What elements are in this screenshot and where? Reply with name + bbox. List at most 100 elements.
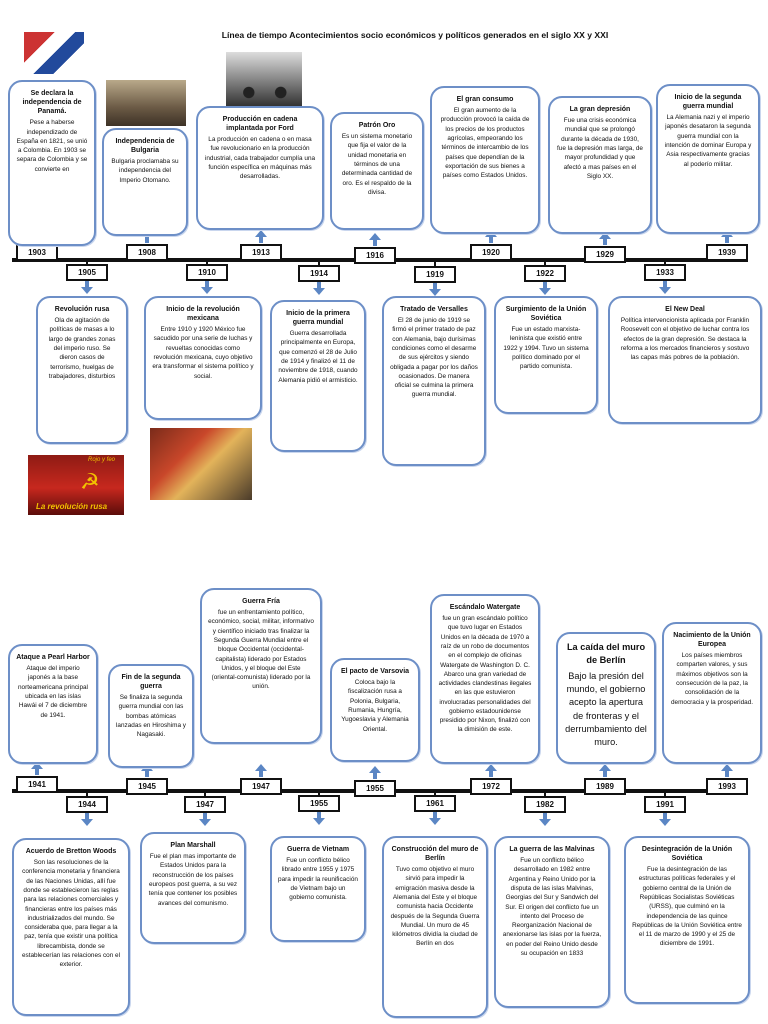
year-label-1933: 1933 bbox=[644, 264, 686, 281]
year-tick bbox=[206, 258, 208, 266]
event-card-gold-standard: Patrón Oro Es un sistema monetario que fi… bbox=[330, 112, 424, 230]
arrow-up-icon bbox=[255, 230, 267, 243]
event-card-end-of-wwii: Fin de la segunda guerra Se finaliza la s… bbox=[108, 664, 194, 768]
arrow-down-icon bbox=[201, 281, 213, 294]
event-title: Surgimiento de la Unión Soviética bbox=[505, 306, 587, 323]
event-card-watergate: Escándalo Watergate fue un gran escándalo… bbox=[430, 594, 540, 764]
event-description: Ataque del imperio japonés a la base nor… bbox=[18, 665, 88, 719]
arrow-down-icon bbox=[539, 813, 551, 826]
year-tick bbox=[318, 789, 320, 797]
event-title: Ataque a Pearl Harbor bbox=[16, 654, 90, 661]
event-description: La producción en cadena o en masa fue re… bbox=[204, 136, 316, 181]
event-description: Tuvo como objetivo el muro sirvió para i… bbox=[390, 866, 480, 948]
year-label-1947: 1947 bbox=[184, 796, 226, 813]
arrow-up-icon bbox=[255, 764, 267, 777]
event-title: Inicio de la revolución mexicana bbox=[166, 306, 240, 323]
bulgaria-painting-image bbox=[106, 80, 186, 126]
year-tick bbox=[664, 258, 666, 266]
event-title: Fin de la segunda guerra bbox=[121, 674, 181, 691]
year-tick bbox=[86, 258, 88, 266]
year-tick bbox=[204, 789, 206, 797]
panama-flag-image bbox=[24, 32, 84, 74]
event-description: Se finaliza la segunda guerra mundial co… bbox=[116, 694, 186, 739]
ford-car-image bbox=[226, 52, 302, 106]
arrow-up-icon bbox=[369, 233, 381, 246]
year-label-1920: 1920 bbox=[470, 244, 512, 261]
year-label-1989: 1989 bbox=[584, 778, 626, 795]
year-label-1916: 1916 bbox=[354, 247, 396, 264]
year-label-1919: 1919 bbox=[414, 266, 456, 283]
year-tick bbox=[318, 258, 320, 266]
mexican-revolution-mural-image bbox=[150, 428, 252, 500]
event-title: El gran consumo bbox=[456, 96, 514, 103]
arrow-down-icon bbox=[429, 283, 441, 296]
event-description: Fue la desintegración de las estructuras… bbox=[632, 866, 742, 948]
arrow-up-icon bbox=[369, 766, 381, 779]
event-title: Producción en cadena implantada por Ford bbox=[222, 116, 298, 133]
event-description: Ola de agitación de políticas de masas a… bbox=[48, 317, 116, 380]
event-description: Son las resoluciones de la conferencia m… bbox=[21, 859, 121, 969]
year-tick bbox=[544, 789, 546, 797]
arrow-up-icon bbox=[485, 764, 497, 777]
year-label-1903: 1903 bbox=[16, 244, 58, 261]
year-label-1982: 1982 bbox=[524, 796, 566, 813]
event-title: La gran depresión bbox=[569, 106, 631, 113]
event-title: El pacto de Varsovia bbox=[340, 668, 410, 675]
event-card-panama-independence: Se declara la independencia de Panamá.Pe… bbox=[8, 80, 96, 246]
event-description: Coloca bajo la fiscalización rusa a Polo… bbox=[341, 679, 409, 733]
year-label-1945: 1945 bbox=[126, 778, 168, 795]
year-label-1922: 1922 bbox=[524, 265, 566, 282]
event-description: Los países miembros comparten valores, y… bbox=[670, 652, 754, 706]
event-title: La caída del muro de Berlín bbox=[566, 642, 646, 666]
event-title: Guerra de Vietnam bbox=[286, 846, 350, 853]
year-tick bbox=[434, 258, 436, 266]
arrow-down-icon bbox=[539, 282, 551, 295]
event-title: Desintegración de la Unión Soviética bbox=[641, 846, 733, 863]
event-title: Acuerdo de Bretton Woods bbox=[25, 848, 117, 855]
image-caption: La revolución rusa bbox=[36, 502, 108, 511]
event-title: Inicio de la segunda guerra mundial bbox=[674, 94, 742, 111]
event-card-cold-war: Guerra Fría fue un enfrentamiento polític… bbox=[200, 588, 322, 744]
event-description: Entre 1910 y 1920 México fue sacudido po… bbox=[152, 326, 254, 380]
year-tick bbox=[544, 258, 546, 266]
event-description: Es un sistema monetario que fija el valo… bbox=[341, 133, 413, 196]
event-description: Fue una crisis económica mundial que se … bbox=[557, 117, 643, 180]
event-description: fue un gran escándalo político que tuvo … bbox=[438, 615, 532, 734]
event-title: Plan Marshall bbox=[170, 842, 216, 849]
event-description: Fue el plan mas importante de Estados Un… bbox=[148, 853, 238, 907]
year-label-1910: 1910 bbox=[186, 264, 228, 281]
arrow-up-icon bbox=[31, 762, 43, 775]
event-description: Bulgaria proclamaba su independencia del… bbox=[111, 158, 179, 184]
year-label-1914: 1914 bbox=[298, 265, 340, 282]
year-label-1944: 1944 bbox=[66, 796, 108, 813]
year-label-1991: 1991 bbox=[644, 796, 686, 813]
event-title: Se declara la independencia de Panamá. bbox=[22, 90, 82, 116]
year-label-1913: 1913 bbox=[240, 244, 282, 261]
year-tick bbox=[434, 789, 436, 797]
arrow-down-icon bbox=[659, 813, 671, 826]
year-tick bbox=[86, 789, 88, 797]
event-title: Guerra Fría bbox=[242, 598, 280, 605]
event-description: fue un enfrentamiento político, económic… bbox=[208, 609, 314, 691]
event-title: Patrón Oro bbox=[358, 122, 396, 129]
arrow-down-icon bbox=[313, 282, 325, 295]
arrow-down-icon bbox=[81, 281, 93, 294]
event-title: Escándalo Watergate bbox=[449, 604, 521, 611]
event-card-ford-production: Producción en cadena implantada por Ford… bbox=[196, 106, 324, 230]
